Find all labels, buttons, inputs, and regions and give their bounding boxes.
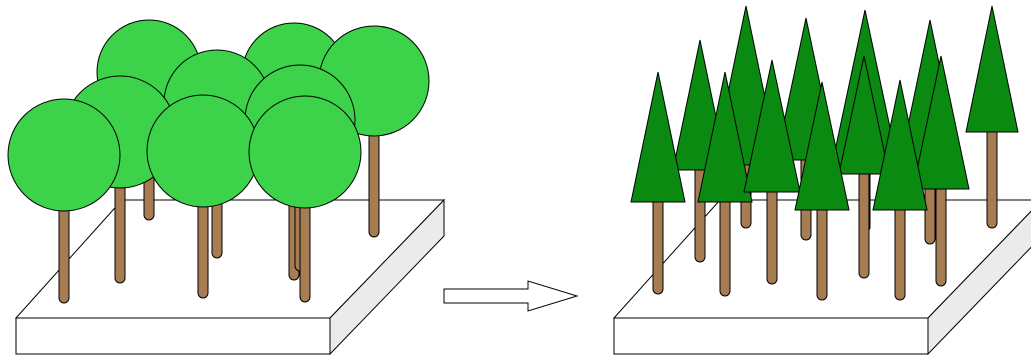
conifer-tree — [912, 55, 970, 287]
conifer-trees — [630, 5, 1019, 301]
transition-arrow-icon — [443, 280, 579, 312]
conifer-tree — [838, 55, 890, 279]
ground-platform-left — [14, 198, 446, 356]
tree-trunk — [652, 191, 664, 295]
platform-front — [15, 317, 331, 355]
tree-trunk — [299, 195, 311, 303]
deciduous-tree — [146, 94, 260, 299]
tree-crown — [838, 55, 890, 175]
coniferous-forest-panel — [612, 5, 1031, 356]
tree-crown — [7, 98, 121, 212]
tree-crown — [630, 71, 686, 203]
conifer-tree — [965, 5, 1019, 229]
tree-crown — [743, 59, 801, 193]
tree-trunk — [719, 191, 731, 297]
tree-trunk — [766, 181, 778, 285]
platform-front — [613, 317, 929, 355]
conifer-tree — [794, 81, 850, 301]
tree-crown — [697, 71, 753, 203]
tree-crown — [965, 5, 1019, 133]
tree-trunk — [58, 198, 70, 304]
tree-trunk — [986, 121, 998, 229]
tree-trunk — [368, 123, 380, 238]
tree-trunk — [197, 194, 209, 299]
tree-crown — [872, 79, 928, 211]
tree-crown — [146, 94, 260, 208]
conifer-tree — [697, 71, 753, 297]
deciduous-tree — [248, 95, 362, 303]
tree-crown — [912, 55, 970, 190]
tree-trunk — [114, 175, 126, 284]
tree-trunk — [816, 199, 828, 301]
conifer-tree — [630, 71, 686, 295]
arrow-shape — [443, 280, 579, 312]
deciduous-tree — [7, 98, 121, 304]
tree-crown — [248, 95, 362, 209]
tree-crown — [794, 81, 850, 211]
tree-trunk — [935, 178, 947, 287]
tree-trunk — [894, 199, 906, 301]
tree-trunk — [858, 163, 870, 279]
conifer-tree — [743, 59, 801, 285]
deciduous-forest-panel — [7, 19, 446, 356]
conifer-tree — [872, 79, 928, 301]
deciduous-trees — [7, 19, 430, 304]
